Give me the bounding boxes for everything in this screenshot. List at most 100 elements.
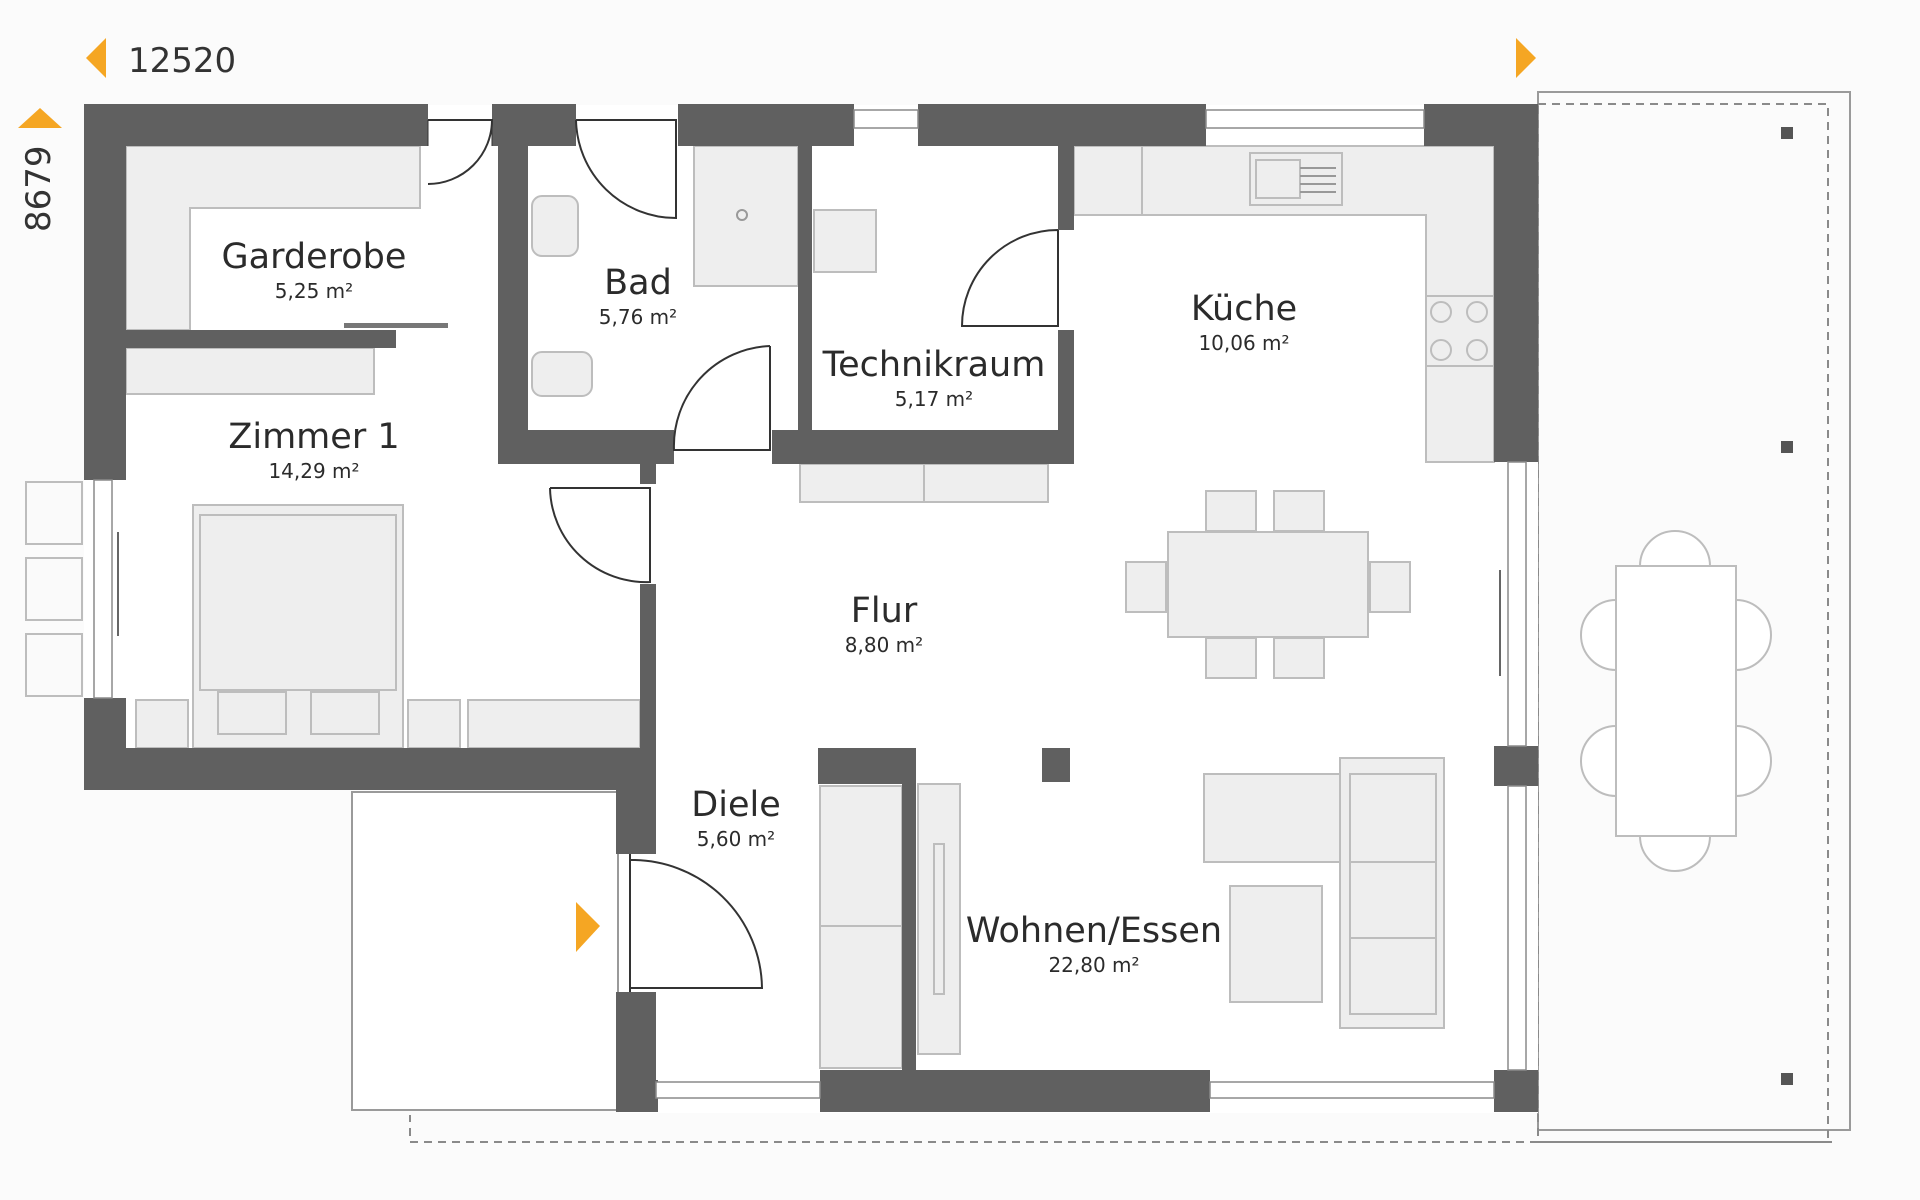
- chair: [1639, 530, 1711, 567]
- room-labels: Garderobe 5,25 m² Bad 5,76 m² Technikrau…: [222, 237, 1298, 977]
- sink-basin: [1255, 159, 1301, 199]
- coffee-table: [1229, 885, 1323, 1003]
- wall: [818, 748, 916, 784]
- wall: [1494, 104, 1538, 462]
- window-box: [25, 557, 83, 621]
- room-name-wohnen-essen: Wohnen/Essen: [966, 911, 1222, 951]
- window: [1209, 1081, 1495, 1099]
- wall: [498, 430, 674, 464]
- wall: [640, 464, 656, 484]
- doors: [427, 119, 1059, 992]
- room-area-zimmer: 14,29 m²: [268, 459, 359, 483]
- wall: [1494, 746, 1538, 786]
- dimension-markers: [18, 38, 1536, 952]
- wall: [84, 104, 126, 480]
- wall: [678, 104, 854, 146]
- walls: [84, 104, 1538, 1112]
- wall: [1058, 146, 1074, 230]
- room-area-kueche: 10,06 m²: [1198, 331, 1289, 355]
- column: [1042, 748, 1070, 782]
- chair: [1205, 490, 1257, 532]
- room-area-bad: 5,76 m²: [599, 305, 677, 329]
- chair: [1580, 725, 1617, 797]
- door-swing: [427, 119, 494, 185]
- room-name-bad: Bad: [604, 263, 672, 303]
- chair: [1273, 637, 1325, 679]
- wall: [84, 104, 428, 146]
- wall: [902, 748, 916, 1070]
- wall: [640, 584, 656, 790]
- sliding-door: [344, 323, 448, 328]
- windows: [93, 109, 1527, 1099]
- room-area-wohnen-essen: 22,80 m²: [1048, 953, 1139, 977]
- door-swing: [549, 487, 651, 584]
- toilet: [531, 351, 593, 397]
- dining-table: [1167, 531, 1369, 638]
- technical-unit: [813, 209, 877, 273]
- chair: [1125, 561, 1167, 613]
- room-area-flur: 8,80 m²: [845, 633, 923, 657]
- chair: [1580, 599, 1617, 671]
- window-box: [25, 481, 83, 545]
- wall: [918, 104, 1206, 146]
- window: [93, 479, 113, 699]
- window-box: [25, 633, 83, 697]
- hob-ring: [1466, 301, 1488, 323]
- sofa-cushion: [1349, 861, 1437, 939]
- pillow: [310, 691, 380, 735]
- room-name-technikraum: Technikraum: [822, 345, 1046, 385]
- hob-ring: [1430, 339, 1452, 361]
- sofa: [1203, 773, 1341, 863]
- wall: [616, 1080, 658, 1112]
- post-marker: [1781, 127, 1793, 139]
- hob-ring: [1430, 301, 1452, 323]
- arrow-left-icon: [86, 38, 106, 78]
- chair: [1205, 637, 1257, 679]
- wall: [616, 790, 656, 854]
- window: [853, 109, 919, 129]
- room-name-diele: Diele: [691, 785, 780, 825]
- room-name-flur: Flur: [851, 591, 918, 631]
- room-name-kueche: Küche: [1191, 289, 1297, 329]
- depth-dimension-label: 8679: [19, 145, 59, 232]
- terrace-table-set: [1580, 530, 1772, 872]
- terrace-table: [1615, 565, 1737, 837]
- window: [1507, 461, 1527, 747]
- wall: [84, 748, 656, 790]
- bed-mattress: [199, 514, 397, 691]
- chair: [1369, 561, 1411, 613]
- room-name-zimmer: Zimmer 1: [228, 417, 399, 457]
- wardrobe: [125, 347, 375, 395]
- chair: [1273, 490, 1325, 532]
- wall: [126, 330, 396, 348]
- hob-ring: [1466, 339, 1488, 361]
- tv: [933, 843, 945, 995]
- room-name-garderobe: Garderobe: [222, 237, 407, 277]
- chair: [1735, 599, 1772, 671]
- arrow-up-icon: [18, 108, 62, 128]
- terrace-dashed-edge: [1537, 103, 1829, 1143]
- wall: [498, 104, 528, 464]
- dresser: [467, 699, 641, 749]
- wall: [820, 1070, 1210, 1112]
- washbasin: [531, 195, 579, 257]
- entrance-arrow-icon: [576, 902, 600, 952]
- window: [1205, 109, 1425, 129]
- wall: [772, 430, 1072, 464]
- furniture: [125, 145, 1495, 1069]
- nightstand: [135, 699, 189, 749]
- wall: [1058, 330, 1074, 464]
- chair: [1639, 835, 1711, 872]
- arrow-right-icon: [1516, 38, 1536, 78]
- sofa-cushion: [1349, 937, 1437, 1015]
- window: [655, 1081, 821, 1099]
- room-area-garderobe: 5,25 m²: [275, 279, 353, 303]
- room-area-technikraum: 5,17 m²: [895, 387, 973, 411]
- shower-drain: [736, 209, 748, 221]
- chair: [1735, 725, 1772, 797]
- wall: [798, 146, 812, 464]
- post-marker: [1781, 1073, 1793, 1085]
- door-swing: [672, 345, 771, 451]
- window: [1507, 785, 1527, 1071]
